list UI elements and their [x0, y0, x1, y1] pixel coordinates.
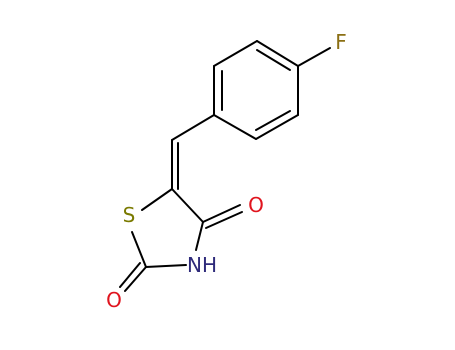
carbon-fluorine-bond	[297, 47, 331, 67]
fluorine-atom-label: F	[335, 30, 347, 54]
benzene-ring	[213, 40, 299, 140]
c2-n3-bond	[145, 264, 187, 268]
c4-oxygen-double-bond-a	[202, 204, 241, 223]
ring-bond-6	[213, 40, 258, 67]
ring-double-bond-inner-2	[255, 110, 291, 131]
oxygen-bottom-atom-label: O	[106, 288, 122, 312]
ring-bond-4	[213, 114, 257, 140]
ring-double-bond-inner-1	[256, 49, 291, 71]
aryl-vinyl-bond	[171, 114, 215, 141]
c4-c5-bond	[171, 188, 204, 223]
nitrogen-atom-label: NH	[187, 253, 217, 277]
c5-s1-bond	[141, 188, 173, 211]
n3-c4-bond	[195, 221, 204, 251]
c4-oxygen-double-bond-b	[205, 211, 243, 229]
c2-oxygen-double-bond-a	[124, 266, 147, 292]
oxygen-top-atom-label: O	[248, 193, 264, 217]
ring-bond-3	[255, 114, 299, 140]
s1-c2-bond	[131, 231, 147, 268]
c2-oxygen-double-bond-b	[119, 262, 141, 288]
sulfur-atom-label: S	[123, 203, 136, 227]
thiazolidinedione-ring	[131, 188, 204, 268]
ring-bond-1	[256, 40, 299, 67]
